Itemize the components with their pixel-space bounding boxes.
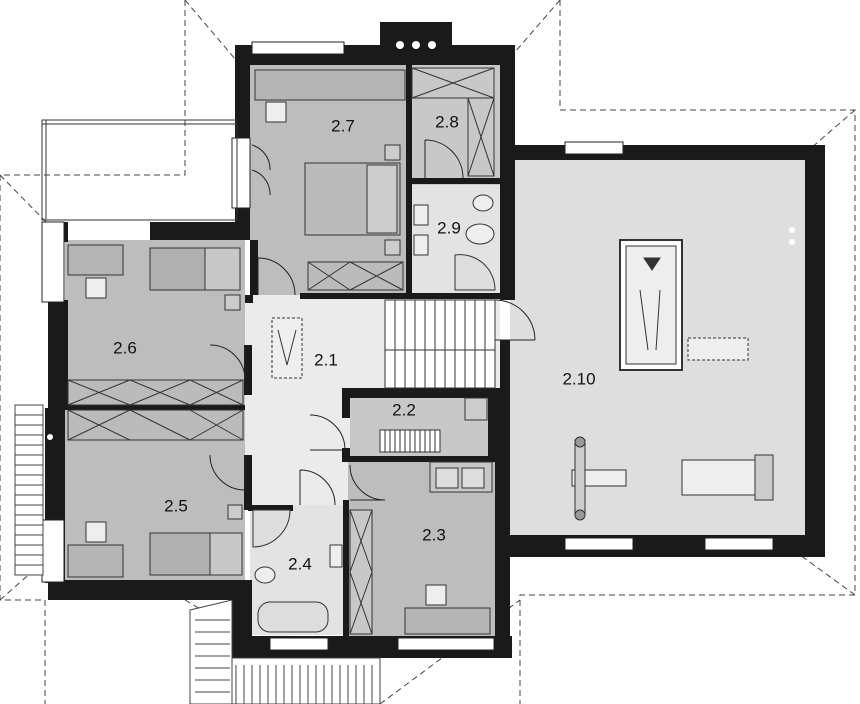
treadmill — [681, 459, 768, 496]
terrace-bottom — [189, 599, 381, 704]
room-label-2-7: 2.7 — [331, 116, 355, 135]
wardrobe-2-3 — [349, 509, 373, 635]
desk-2-7 — [254, 69, 406, 101]
windows — [41, 41, 774, 651]
bathtub — [257, 601, 329, 633]
toilet-2-9 — [472, 194, 494, 212]
doors — [209, 139, 536, 506]
room-label-2-3: 2.3 — [422, 525, 446, 544]
sink-2-9 — [465, 223, 495, 245]
toilet-2-4 — [254, 566, 276, 584]
room-label-2-6: 2.6 — [113, 338, 137, 357]
room-label-2-5: 2.5 — [164, 496, 188, 515]
furniture — [67, 67, 774, 635]
room-label-2-10: 2.10 — [562, 369, 595, 388]
room-label-2-1: 2.1 — [314, 350, 338, 369]
terrace-left — [14, 404, 44, 576]
room-labels: 2.7 2.8 2.9 2.6 2.1 2.10 2.2 2.5 2.3 2.4 — [113, 112, 595, 573]
chair-2-6 — [85, 277, 107, 299]
skylight-2-1 — [271, 317, 303, 379]
wardrobe-2-5 — [67, 409, 244, 441]
room-label-2-2: 2.2 — [392, 400, 416, 419]
desk-2-5 — [67, 544, 124, 578]
chair-2-5 — [85, 521, 107, 543]
chair-2-7 — [265, 101, 287, 123]
wardrobe-2-7 — [307, 261, 404, 291]
desk-2-6 — [67, 244, 124, 276]
room-label-2-9: 2.9 — [437, 218, 461, 237]
walls — [45, 22, 825, 658]
room-label-2-8: 2.8 — [435, 112, 459, 131]
desk-2-3 — [404, 607, 491, 635]
shower-2-4 — [252, 509, 291, 548]
wardrobe-2-6 — [67, 379, 244, 406]
chimney-vents — [47, 41, 795, 440]
chair-2-3 — [425, 584, 447, 606]
room-label-2-4: 2.4 — [288, 554, 312, 573]
balcony-top-left — [41, 119, 238, 221]
stairs — [384, 299, 496, 389]
table-tennis — [687, 337, 749, 361]
shower-2-9 — [454, 254, 496, 291]
